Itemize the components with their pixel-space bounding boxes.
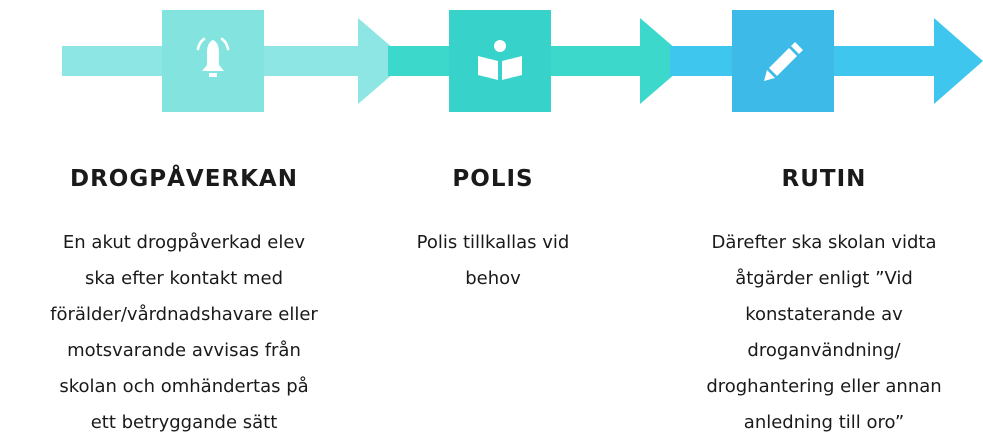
step-title-polis: POLIS	[452, 166, 534, 192]
description-line: konstaterande av	[745, 304, 903, 325]
description-line: behov	[465, 268, 521, 289]
description-line: ett betryggande sätt	[90, 412, 278, 433]
book-reader-icon	[478, 40, 522, 80]
step-box-2	[449, 10, 551, 112]
description-line: skolan och omhändertas på	[59, 376, 309, 397]
description-line: En akut drogpåverkad elev	[62, 232, 306, 253]
step-title-rutin: RUTIN	[781, 166, 867, 192]
bell-icon	[196, 37, 230, 77]
description-line: ska efter kontakt med	[84, 268, 284, 289]
step-description-rutin: Därefter ska skolan vidta åtgärder enlig…	[665, 225, 983, 441]
step-description-drogpaverkan: En akut drogpåverkad elev ska efter kont…	[0, 225, 368, 441]
description-line: droganvändning/	[747, 340, 901, 361]
description-line: förälder/vårdnadshavare eller	[50, 304, 318, 325]
description-line: motsvarande avvisas från	[67, 340, 301, 361]
description-line: anledning till oro”	[743, 412, 905, 433]
description-line: Polis tillkallas vid	[416, 232, 570, 253]
description-line: Därefter ska skolan vidta	[711, 232, 937, 253]
step-title-drogpaverkan: DROGPÅVERKAN	[70, 166, 298, 192]
pencil-icon	[764, 42, 803, 81]
description-line: droghantering eller annan	[706, 376, 942, 397]
step-description-polis: Polis tillkallas vid behov	[388, 225, 598, 297]
description-line: åtgärder enligt ”Vid	[735, 268, 913, 289]
